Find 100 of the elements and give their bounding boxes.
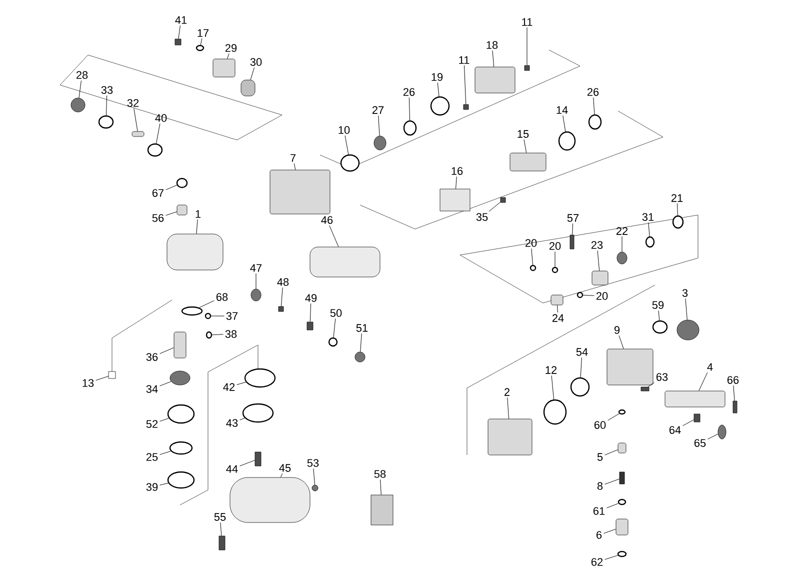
ring-part bbox=[167, 471, 195, 489]
ring-part bbox=[672, 215, 684, 229]
leader-line bbox=[492, 50, 494, 68]
leader-line bbox=[212, 334, 224, 336]
leader-line bbox=[236, 382, 246, 385]
ring-part bbox=[242, 403, 274, 423]
leader-line bbox=[96, 376, 109, 381]
leader-line bbox=[572, 223, 574, 236]
callout-number: 42 bbox=[223, 383, 235, 391]
callout-number: 15 bbox=[518, 130, 529, 138]
gear-part bbox=[374, 136, 386, 150]
leader-line bbox=[160, 347, 174, 354]
callout-number: 41 bbox=[175, 16, 187, 24]
callout-number: 55 bbox=[214, 513, 226, 521]
ring-part bbox=[98, 115, 114, 129]
leader-line bbox=[551, 375, 554, 400]
callout-number: 56 bbox=[152, 214, 164, 222]
leader-line bbox=[554, 251, 556, 268]
callout-number: 63 bbox=[656, 373, 668, 381]
callout-number: 65 bbox=[694, 439, 706, 447]
callout-number: 3 bbox=[682, 289, 688, 297]
cylinder-part bbox=[474, 66, 516, 94]
ring-part bbox=[530, 264, 536, 272]
callout-number: 53 bbox=[307, 459, 319, 467]
leader-line bbox=[682, 420, 694, 426]
leader-line bbox=[378, 115, 380, 136]
leader-line bbox=[250, 67, 255, 80]
screw-part bbox=[278, 306, 284, 312]
ring-part bbox=[244, 368, 276, 388]
callout-number: 20 bbox=[596, 292, 608, 300]
cylinder-part bbox=[550, 294, 564, 306]
callout-number: 20 bbox=[525, 239, 537, 247]
leader-line bbox=[198, 300, 214, 308]
callout-number: 24 bbox=[552, 314, 564, 322]
leader-line bbox=[360, 333, 362, 352]
cylinder-part bbox=[176, 204, 188, 216]
callout-number: 58 bbox=[374, 470, 386, 478]
callout-number: 20 bbox=[549, 242, 561, 250]
leader-line bbox=[708, 434, 718, 440]
ring-part bbox=[204, 312, 212, 320]
callout-number: 30 bbox=[250, 58, 262, 66]
ring-part bbox=[543, 399, 567, 425]
callout-number: 16 bbox=[452, 167, 463, 175]
callout-number: 31 bbox=[642, 213, 654, 221]
ring-part bbox=[617, 550, 627, 558]
ring-part bbox=[167, 404, 195, 424]
ring-part bbox=[558, 131, 576, 151]
leader-line bbox=[240, 460, 256, 466]
leader-line bbox=[648, 382, 654, 388]
gear-part bbox=[250, 288, 262, 302]
leader-line bbox=[313, 468, 315, 486]
screw-part bbox=[570, 234, 574, 250]
callout-number: 10 bbox=[338, 126, 350, 134]
callout-number: 52 bbox=[146, 420, 158, 428]
callout-number: 14 bbox=[556, 106, 568, 114]
cylinder-part bbox=[616, 518, 628, 536]
leader-line bbox=[526, 27, 528, 66]
callout-number: 27 bbox=[372, 106, 384, 114]
leader-line bbox=[648, 222, 650, 237]
leader-line bbox=[597, 250, 600, 272]
callout-number: 2 bbox=[504, 388, 510, 396]
leader-line bbox=[160, 450, 172, 455]
callout-number: 11 bbox=[459, 56, 470, 64]
screw-part bbox=[254, 452, 262, 466]
callout-number: 19 bbox=[432, 73, 443, 81]
callout-number: 25 bbox=[146, 453, 158, 461]
leader-line bbox=[676, 203, 678, 216]
callout-number: 28 bbox=[76, 71, 88, 79]
callout-number: 26 bbox=[403, 88, 415, 96]
screw-part bbox=[218, 536, 226, 550]
callout-number: 67 bbox=[152, 189, 164, 197]
callout-number: 11 bbox=[522, 18, 532, 26]
ring-part bbox=[176, 178, 188, 188]
screw-part bbox=[500, 197, 506, 203]
cylinder-part bbox=[174, 332, 186, 358]
cylinder-part bbox=[270, 170, 330, 214]
callout-number: 45 bbox=[279, 464, 291, 472]
callout-number: 49 bbox=[305, 294, 317, 302]
gear-part bbox=[354, 352, 366, 362]
leader-line bbox=[604, 449, 618, 456]
callout-number: 26 bbox=[587, 88, 599, 96]
callout-number: 50 bbox=[330, 309, 342, 317]
leader-line bbox=[604, 478, 620, 485]
leader-line bbox=[464, 65, 466, 105]
callout-number: 39 bbox=[146, 483, 158, 491]
rotor-blade bbox=[440, 188, 470, 212]
ring-part bbox=[403, 120, 417, 136]
callout-number: 22 bbox=[616, 227, 628, 235]
leader-line bbox=[344, 135, 349, 155]
ring-part bbox=[618, 498, 626, 506]
ring-part bbox=[552, 266, 558, 274]
callout-number: 51 bbox=[356, 324, 368, 332]
gear-part bbox=[70, 98, 86, 112]
leader-line bbox=[156, 123, 160, 144]
callout-number: 48 bbox=[277, 278, 289, 286]
leader-line bbox=[280, 287, 283, 307]
leader-line bbox=[698, 372, 708, 392]
leader-line bbox=[408, 97, 410, 121]
leader-line bbox=[196, 219, 198, 234]
callout-number: 61 bbox=[593, 507, 605, 515]
